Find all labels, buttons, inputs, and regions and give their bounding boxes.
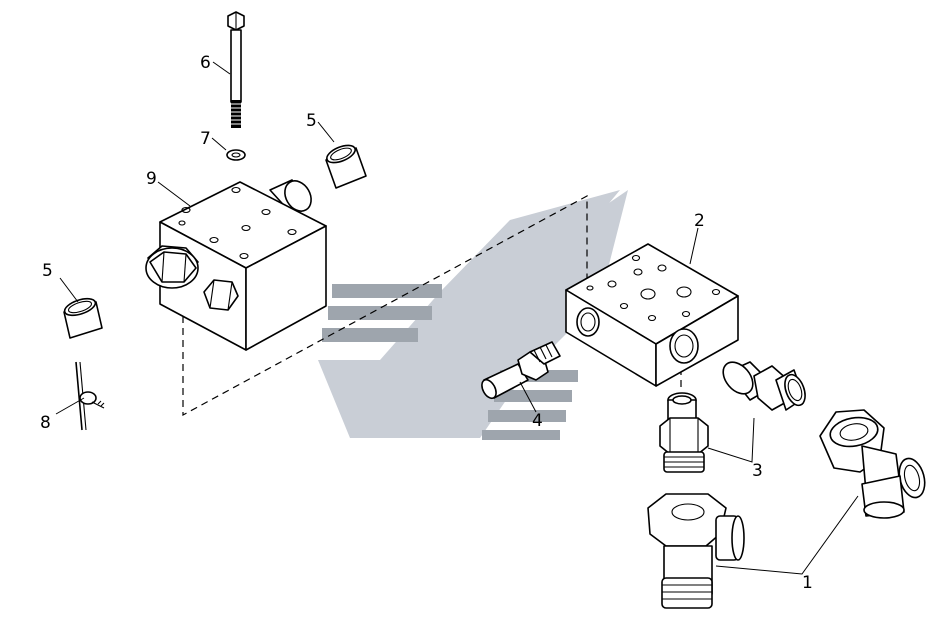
- callout-2: 2: [694, 211, 705, 231]
- callout-3: 3: [752, 461, 763, 481]
- hose-fitting-part: [481, 341, 561, 400]
- callout-labels: 6 7 5 9 5 8 4 2 3 1: [40, 53, 813, 593]
- callout-8: 8: [40, 413, 51, 433]
- manifold-block-part: [565, 243, 739, 387]
- callout-9: 9: [146, 169, 157, 189]
- adapter-right-part: [722, 361, 806, 411]
- pin-part: [75, 361, 105, 431]
- bushing-top-part: [325, 144, 367, 189]
- bolt-part: [227, 11, 245, 128]
- valve-block-part: [145, 179, 327, 351]
- callout-6: 6: [200, 53, 211, 73]
- callout-5-top: 5: [306, 111, 317, 131]
- callout-1: 1: [802, 573, 813, 593]
- adapter-left-part: [659, 392, 709, 473]
- leader-lines: [55, 61, 859, 575]
- callout-7: 7: [200, 129, 211, 149]
- callout-5-left: 5: [42, 261, 53, 281]
- callout-4: 4: [532, 411, 543, 431]
- watermark-logo: [318, 190, 628, 440]
- tee-fitting-right-part: [819, 409, 926, 519]
- bushing-left-part: [63, 297, 103, 339]
- washer-part: [226, 149, 246, 161]
- tee-fitting-left-part: [647, 493, 745, 609]
